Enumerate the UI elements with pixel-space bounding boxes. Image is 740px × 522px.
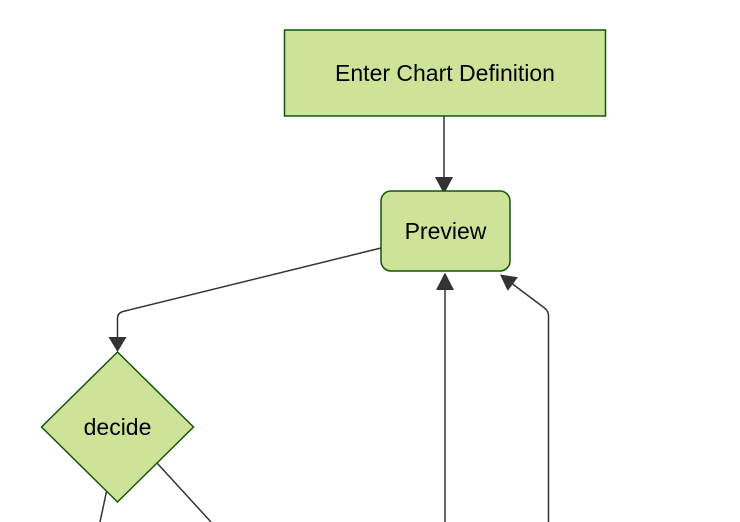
label-preview: Preview <box>405 218 487 244</box>
arrowhead-into-decide-top <box>108 337 127 352</box>
arrowhead-layer <box>108 177 518 352</box>
edge-decide-to-bottom-right <box>156 462 212 522</box>
label-enter-chart-definition: Enter Chart Definition <box>335 60 555 86</box>
edge-layer <box>99 116 550 522</box>
node-decide <box>40 350 195 504</box>
arrowhead-into-preview-top <box>435 177 453 194</box>
arrowhead-into-preview-bottom-right <box>500 274 518 291</box>
node-enter-chart-definition <box>283 29 607 117</box>
edge-bottom-right-to-preview <box>505 278 550 522</box>
arrowhead-into-preview-bottom <box>436 272 454 290</box>
edge-decide-to-bottom-left <box>99 491 108 522</box>
node-preview <box>380 190 511 272</box>
label-layer: Enter Chart Definition Preview decide <box>84 60 555 440</box>
label-decide: decide <box>84 414 152 440</box>
node-layer <box>40 29 607 504</box>
node-shapes <box>40 29 607 504</box>
edge-preview-to-decide <box>116 247 382 338</box>
